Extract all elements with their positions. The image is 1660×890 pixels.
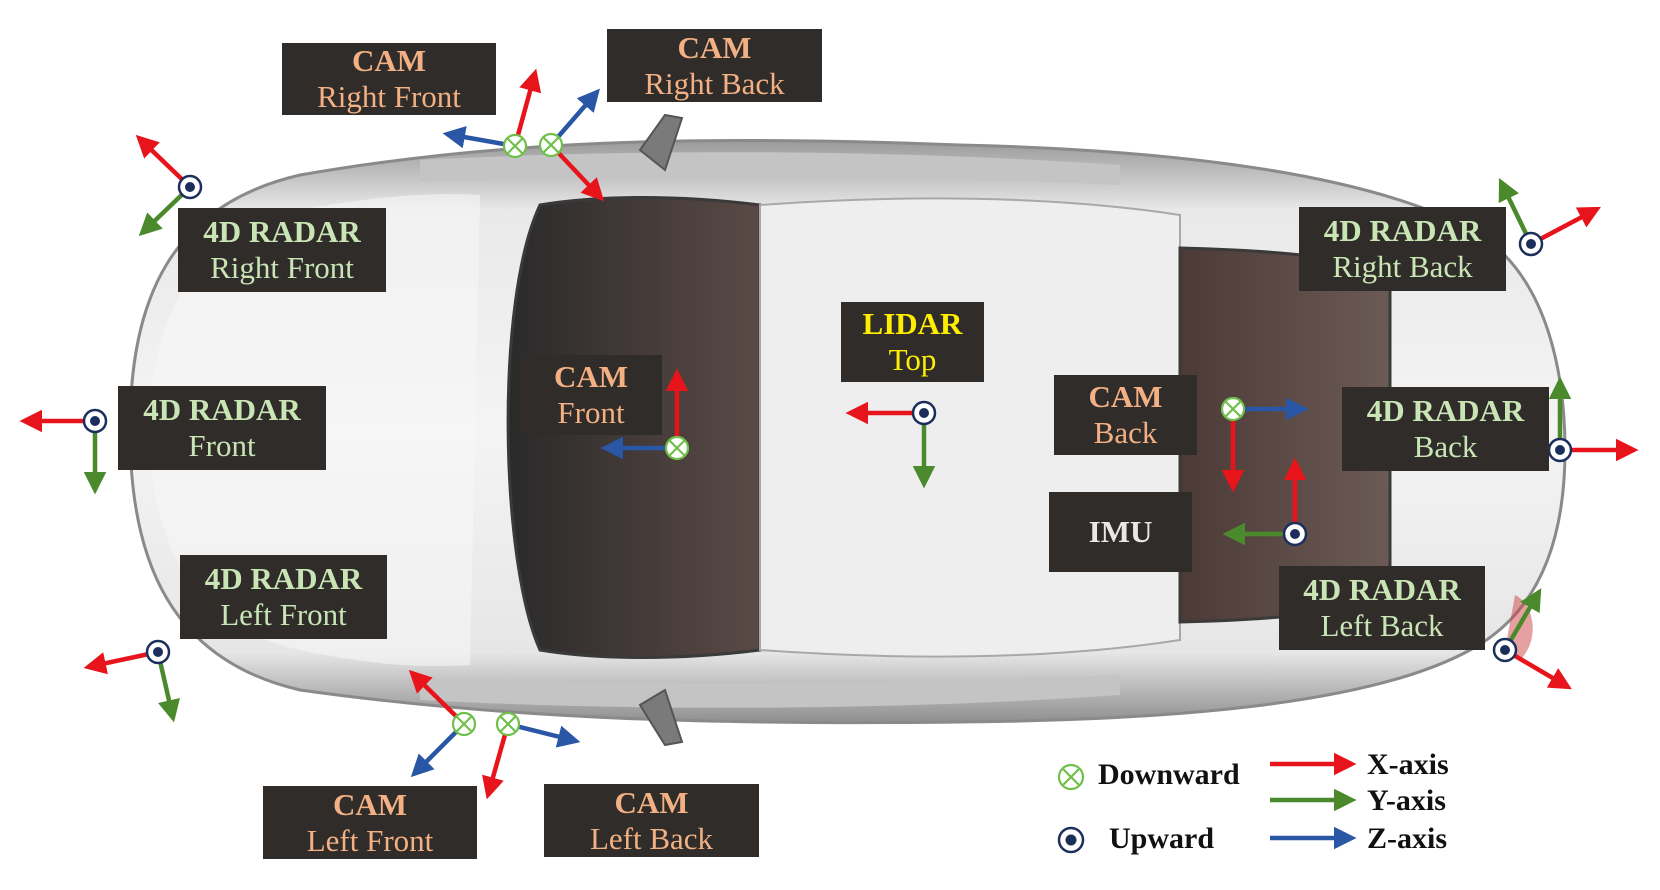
legend-upward-label: Upward — [1109, 822, 1215, 855]
label-subtitle: Left Front — [306, 822, 434, 858]
label-imu: IMU — [1049, 492, 1192, 572]
label-subtitle: Right Front — [317, 79, 461, 114]
label-radar-front: 4D RADAR Front — [118, 386, 326, 470]
downward-marker-icon — [451, 711, 477, 737]
upward-marker-icon — [1547, 437, 1573, 463]
label-title: IMU — [1088, 514, 1153, 550]
label-title: 4D RADAR — [1323, 213, 1482, 249]
label-title: CAM — [553, 359, 629, 395]
label-cam-left-back: CAM Left Back — [544, 784, 759, 857]
label-title: 4D RADAR — [204, 561, 363, 597]
sensor-markers — [82, 132, 1573, 854]
label-lidar-top: LIDAR Top — [841, 302, 984, 382]
sensor-axes — [19, 68, 1639, 850]
label-title: 4D RADAR — [1303, 572, 1461, 608]
legend-z-label: Z-axis — [1367, 822, 1448, 855]
legend-y-label: Y-axis — [1367, 784, 1446, 817]
downward-marker-icon — [538, 132, 564, 158]
label-title: CAM — [677, 29, 752, 65]
label-subtitle: Back — [1413, 429, 1478, 464]
label-subtitle: Left Back — [589, 820, 714, 856]
label-title: 4D RADAR — [1366, 393, 1525, 429]
label-radar-right-back: 4D RADAR Right Back — [1299, 207, 1506, 291]
label-title: CAM — [332, 786, 408, 822]
label-title: LIDAR — [862, 306, 963, 342]
label-cam-right-front: CAM Right Front — [282, 43, 496, 115]
label-cam-back: CAM Back — [1054, 375, 1197, 455]
label-subtitle: Front — [557, 395, 625, 430]
label-subtitle: Back — [1093, 415, 1158, 450]
axes-radar-back — [1548, 376, 1639, 462]
label-title: CAM — [614, 784, 689, 820]
label-cam-front: CAM Front — [520, 355, 662, 435]
label-radar-left-back: 4D RADAR Left Back — [1279, 566, 1485, 650]
label-subtitle: Right Back — [644, 65, 785, 101]
legend-downward-label: Downward — [1098, 758, 1240, 791]
label-subtitle: Front — [188, 428, 256, 463]
label-radar-right-front: 4D RADAR Right Front — [178, 208, 386, 292]
upward-marker-icon — [1518, 231, 1544, 257]
label-subtitle: Top — [888, 342, 937, 377]
label-title: 4D RADAR — [203, 214, 361, 250]
label-cam-right-back: CAM Right Back — [607, 29, 822, 102]
label-title: CAM — [351, 43, 427, 79]
downward-marker-icon — [495, 711, 521, 737]
label-subtitle: Left Front — [220, 597, 347, 632]
label-subtitle: Left Back — [1320, 608, 1444, 643]
label-subtitle: Right Back — [1332, 249, 1473, 284]
label-radar-left-front: 4D RADAR Left Front — [180, 555, 387, 639]
legend-downward-icon — [1057, 763, 1085, 791]
upward-marker-icon — [177, 174, 203, 200]
label-title: 4D RADAR — [143, 392, 301, 428]
label-title: CAM — [1088, 379, 1163, 415]
downward-marker-icon — [1220, 396, 1246, 422]
label-radar-back: 4D RADAR Back — [1342, 387, 1549, 471]
upward-marker-icon — [145, 639, 171, 665]
axes-radar-front — [19, 409, 107, 495]
car-body — [128, 113, 1567, 747]
label-subtitle: Right Front — [210, 250, 354, 285]
axes-radar-right-back — [1498, 177, 1601, 246]
downward-marker-icon — [502, 133, 528, 159]
legend-x-label: X-axis — [1367, 748, 1449, 781]
downward-marker-icon — [664, 435, 690, 461]
upward-marker-icon — [1282, 521, 1308, 547]
legend-upward-icon — [1057, 826, 1085, 854]
upward-marker-icon — [1492, 637, 1518, 663]
upward-marker-icon — [911, 400, 937, 426]
label-cam-left-front: CAM Left Front — [263, 786, 477, 859]
upward-marker-icon — [82, 408, 108, 434]
